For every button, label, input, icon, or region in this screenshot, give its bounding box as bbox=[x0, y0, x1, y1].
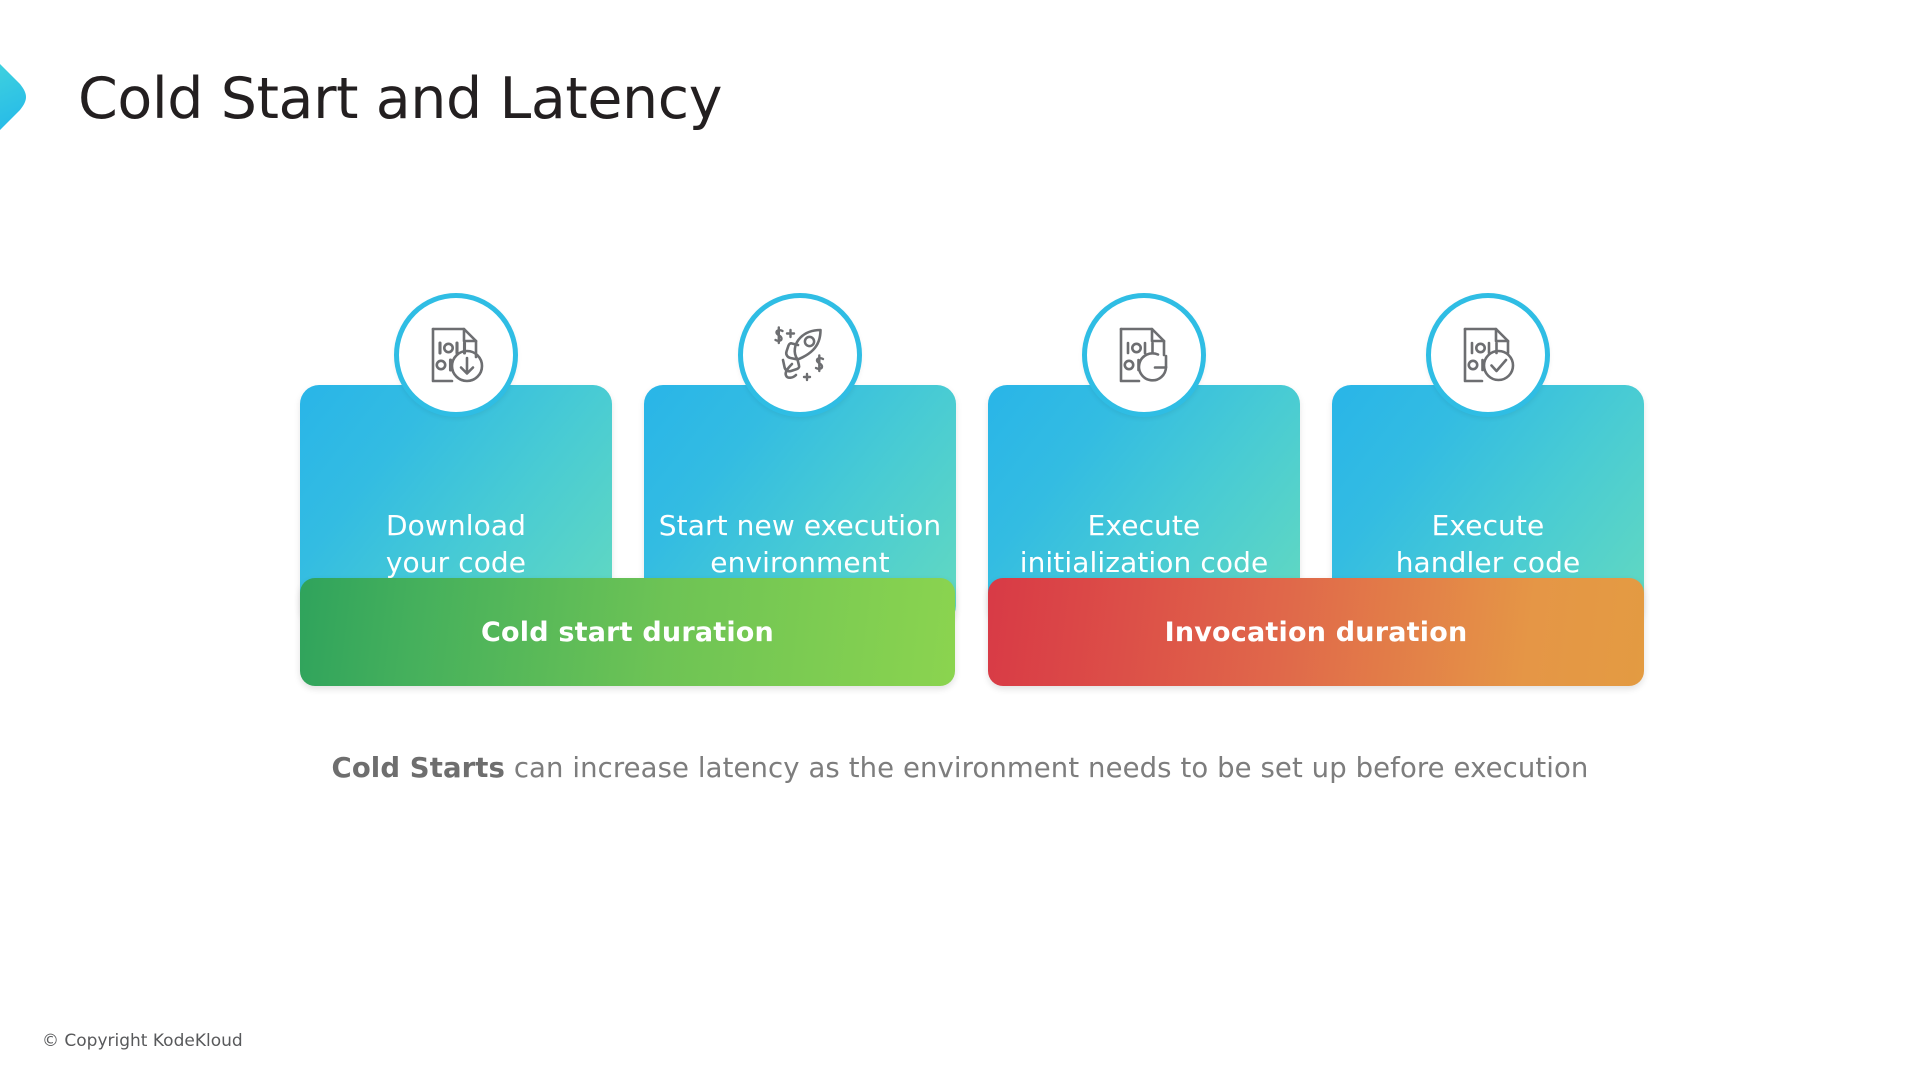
step-card-label: Download your code bbox=[385, 509, 527, 579]
binary-file-check-icon bbox=[1426, 293, 1550, 417]
cold-start-duration-label: Cold start duration bbox=[481, 616, 774, 648]
step-card-label: Execute initialization code bbox=[1019, 509, 1269, 579]
kodekloud-chevron-logo bbox=[0, 22, 64, 162]
page-title: Cold Start and Latency bbox=[78, 66, 723, 132]
caption-text: Cold Starts can increase latency as the … bbox=[0, 752, 1920, 784]
caption-bold-prefix: Cold Starts bbox=[331, 752, 505, 784]
copyright-footer: © Copyright KodeKloud bbox=[42, 1031, 243, 1051]
step-card-download-your-code[interactable]: Download your code bbox=[300, 385, 612, 625]
binary-file-refresh-icon bbox=[1082, 293, 1206, 417]
invocation-duration-label: Invocation duration bbox=[1164, 616, 1468, 648]
step-card-label: Start new execution environment bbox=[658, 509, 942, 579]
rocket-dollar-icon bbox=[738, 293, 862, 417]
invocation-duration-bar[interactable]: Invocation duration bbox=[988, 578, 1644, 686]
step-card-label: Execute handler code bbox=[1395, 509, 1581, 579]
binary-file-download-icon bbox=[394, 293, 518, 417]
cold-start-duration-bar[interactable]: Cold start duration bbox=[300, 578, 955, 686]
caption-rest: can increase latency as the environment … bbox=[504, 752, 1589, 784]
